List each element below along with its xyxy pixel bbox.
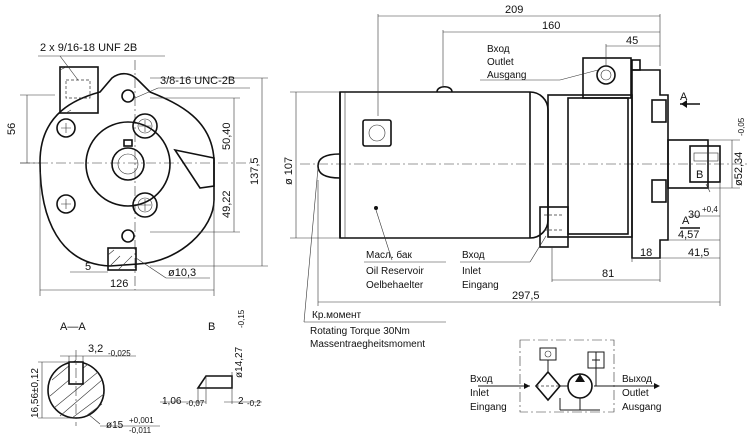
pump-side-view: A A B 209 160 45 ø 107 ø52,34 -0,05 30 +… xyxy=(283,4,748,350)
dim-30: 30 xyxy=(688,209,700,221)
schematic-outlet-de: Ausgang xyxy=(622,402,661,413)
bolt-top-left xyxy=(56,118,76,138)
dim-4-57: 4,57 xyxy=(678,229,699,241)
dim-30-tol: +0,4 xyxy=(702,205,718,214)
section-a-a: A—A 3,2 -0,025 16,56±0,12 ø15 +0,001 -0,… xyxy=(30,321,160,435)
dim-50-40: 50,40 xyxy=(221,122,233,150)
schematic-inlet-en: Inlet xyxy=(470,388,489,399)
section-mark-a-bottom: A xyxy=(682,215,690,227)
b-diam-tol: -0,15 xyxy=(237,309,246,328)
dim-49-22: 49,22 xyxy=(221,190,233,218)
torque-label-de: Massentraegheitsmoment xyxy=(310,339,425,350)
dim-56: 56 xyxy=(6,123,18,135)
pump-end-view: 56 50,40 49,22 137,5 2 x 9/16-18 UNF 2B … xyxy=(6,42,268,296)
hydraulic-schematic: Вход Inlet Eingang Выход Outlet Ausgang xyxy=(470,339,661,413)
dim-45: 45 xyxy=(626,35,638,47)
bolt-bottom-right xyxy=(132,192,158,218)
torque-label-en: Rotating Torque 30Nm xyxy=(310,326,410,337)
b-len2: 2 xyxy=(238,396,244,407)
section-mark-a-top: A xyxy=(680,91,688,103)
aa-diam: ø15 xyxy=(106,420,124,431)
dim-41-5: 41,5 xyxy=(688,247,709,259)
dim-160: 160 xyxy=(542,20,560,32)
aa-width-tol: -0,025 xyxy=(108,349,131,358)
section-b-title: B xyxy=(208,321,215,333)
dim-297-5: 297,5 xyxy=(512,290,540,302)
dim-81: 81 xyxy=(602,268,614,280)
dim-209: 209 xyxy=(505,4,523,16)
section-mark-b: B xyxy=(696,169,703,181)
section-b: B ø14,27 -0,15 1,06 -0,07 2 -0,2 xyxy=(160,309,262,408)
dim-diam-52-tol: -0,05 xyxy=(737,117,746,136)
dim-5: 5 xyxy=(85,261,91,273)
inlet-label-de: Eingang xyxy=(462,280,499,291)
inlet-label-en: Inlet xyxy=(462,266,481,277)
dim-18: 18 xyxy=(640,247,652,259)
dim-diam-107: ø 107 xyxy=(283,157,295,185)
aa-width: 3,2 xyxy=(88,343,103,355)
reservoir-label-en: Oil Reservoir xyxy=(366,266,424,277)
outlet-label-de: Ausgang xyxy=(487,70,526,81)
aa-height: 16,56±0,12 xyxy=(30,368,41,418)
reservoir-label-de: Oelbehaelter xyxy=(366,280,424,291)
schematic-outlet-en: Outlet xyxy=(622,388,649,399)
b-len: 1,06 xyxy=(162,396,182,407)
thread-callout-unc: 3/8-16 UNC-2B xyxy=(160,75,235,87)
section-a-a-title: A—A xyxy=(60,321,86,333)
b-len-tol: -0,07 xyxy=(186,399,205,408)
schematic-outlet-ru: Выход xyxy=(622,374,652,385)
outlet-label-ru: Вход xyxy=(487,44,510,55)
bolt-top-right xyxy=(132,113,158,139)
b-len2-tol: -0,2 xyxy=(247,399,261,408)
schematic-inlet-ru: Вход xyxy=(470,374,493,385)
dim-hole-10-3: ø10,3 xyxy=(168,267,196,279)
bolt-bottom-left xyxy=(56,194,76,214)
inlet-label-ru: Вход xyxy=(462,250,485,261)
reservoir-label-ru: Масл. бак xyxy=(366,249,412,261)
schematic-inlet-de: Eingang xyxy=(470,402,507,413)
reservoir-bolt xyxy=(362,119,392,147)
dim-137-5: 137,5 xyxy=(249,157,261,185)
outlet-label-en: Outlet xyxy=(487,57,514,68)
aa-diam-tol-lo: -0,011 xyxy=(129,426,152,435)
dim-126: 126 xyxy=(110,278,128,290)
dim-diam-52: ø52,34 xyxy=(733,152,745,186)
torque-label-ru: Кр.момент xyxy=(312,310,362,321)
aa-diam-tol-up: +0,001 xyxy=(129,416,154,425)
b-diam: ø14,27 xyxy=(234,346,245,378)
thread-callout-unf: 2 x 9/16-18 UNF 2B xyxy=(40,42,137,54)
